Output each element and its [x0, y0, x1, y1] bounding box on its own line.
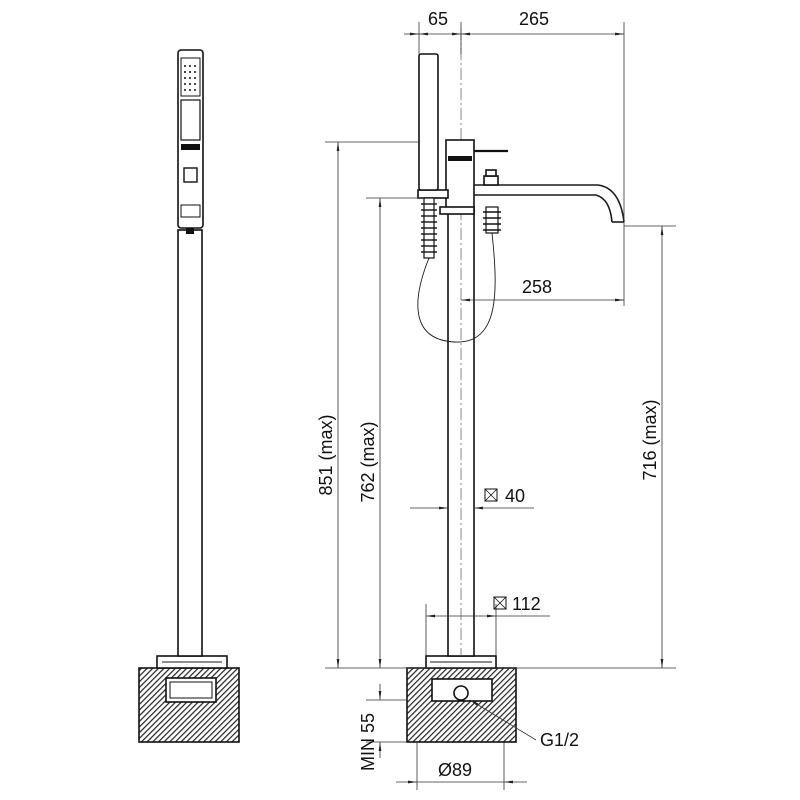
spout — [474, 169, 625, 223]
dim-265: 265 — [519, 9, 549, 29]
floor-block-right — [406, 655, 517, 743]
hose-connections — [421, 197, 501, 259]
dim-716: 716 (max) — [640, 399, 660, 480]
dim-851: 851 (max) — [316, 414, 336, 495]
dim-g12: G1/2 — [540, 730, 579, 750]
square-section-icon — [493, 596, 507, 610]
side-view — [138, 49, 240, 743]
dim-65: 65 — [428, 9, 448, 29]
dim-112: 112 — [512, 594, 541, 614]
dimension-lines — [325, 22, 676, 790]
column-left — [177, 229, 203, 657]
hand-shower-front — [418, 53, 439, 191]
front-view — [406, 28, 625, 743]
mixer-body — [417, 139, 508, 215]
column-right — [447, 28, 475, 657]
square-section-icon — [484, 488, 498, 502]
dim-min55: MIN 55 — [358, 713, 378, 771]
dim-762: 762 (max) — [358, 421, 378, 502]
hand-shower-side — [177, 49, 204, 234]
floor-block-left — [138, 655, 240, 743]
dim-d89: Ø89 — [438, 760, 472, 780]
hose-loop — [417, 232, 496, 343]
dim-258: 258 — [522, 277, 552, 297]
dim-40: 40 — [505, 486, 525, 506]
